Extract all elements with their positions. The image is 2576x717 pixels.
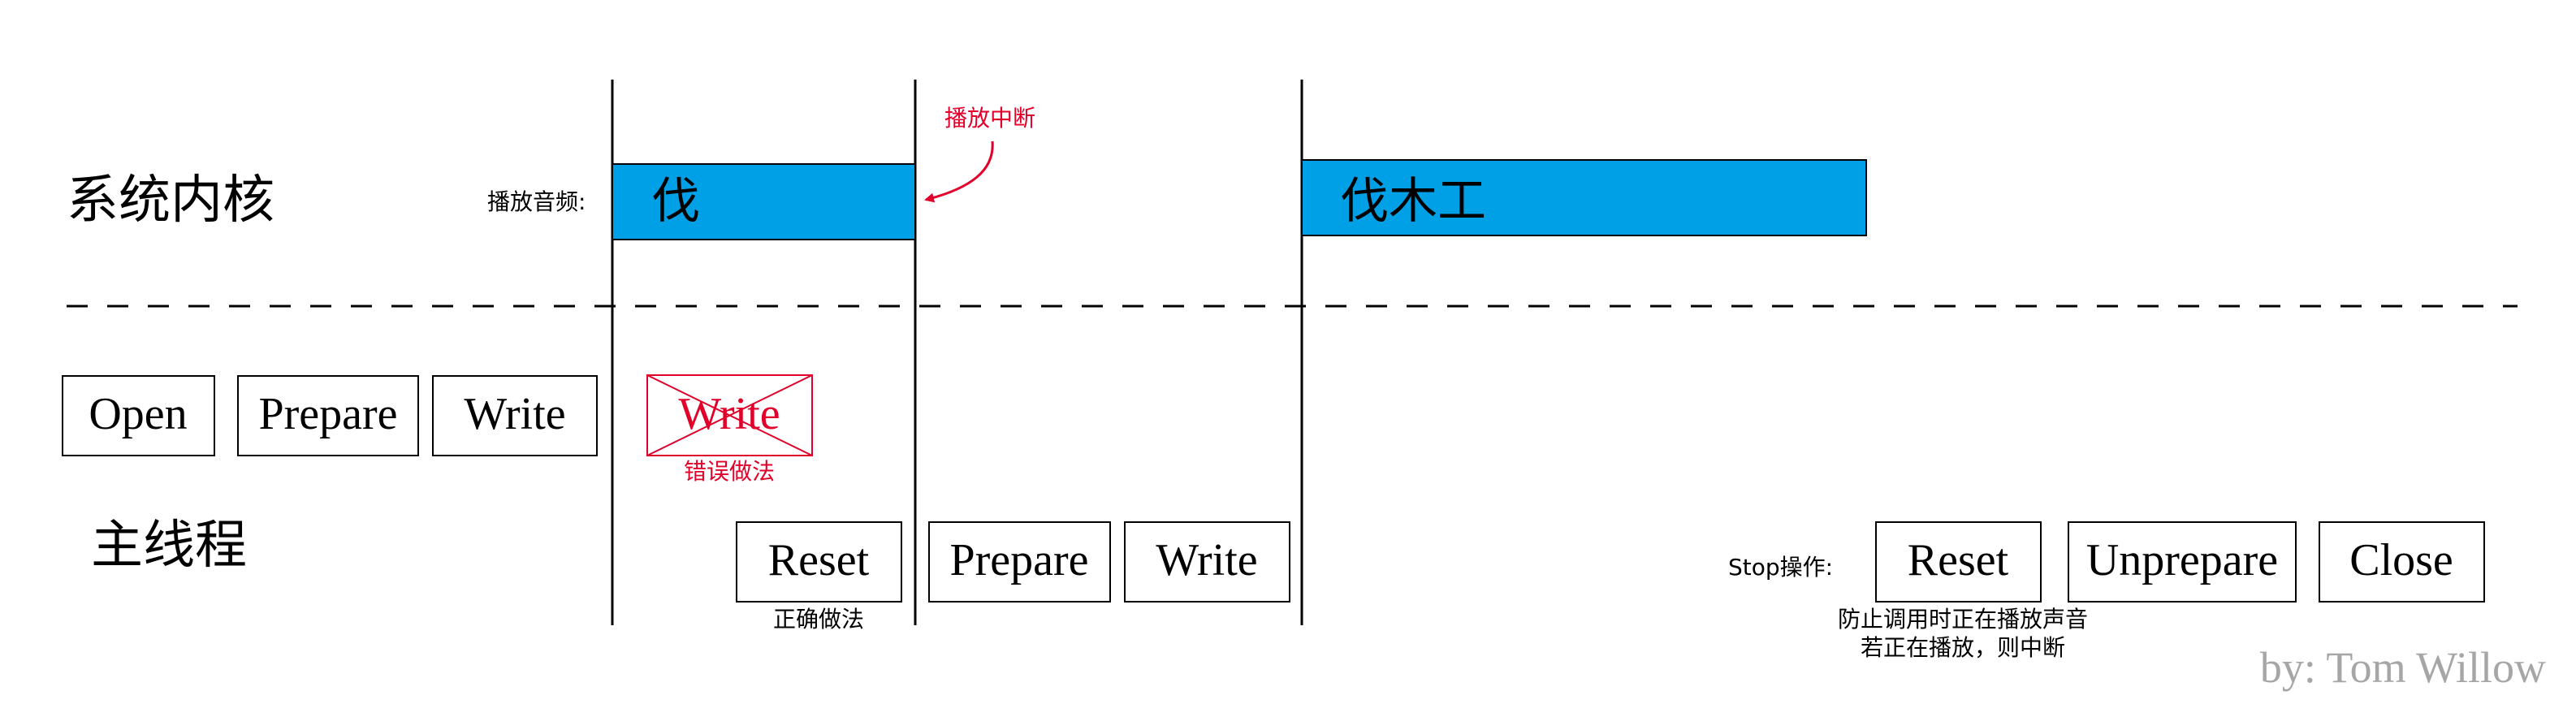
prepare-box (237, 375, 419, 456)
kernel-lane-label: 系统内核 (67, 171, 274, 231)
close-label: Close (2349, 535, 2453, 585)
wrong-write-label: Write (678, 389, 780, 439)
audio-segment-1-text: 伐 (651, 173, 700, 230)
stop-label: Stop操作: (1728, 554, 1833, 581)
open-label: Open (89, 389, 187, 439)
main-lane-label: 主线程 (91, 516, 247, 576)
reset-label: Reset (768, 535, 870, 585)
correct-caption: 正确做法 (773, 606, 864, 633)
wrong-write-box (646, 374, 813, 456)
reset-box (736, 521, 902, 603)
playback-audio-label: 播放音频: (487, 188, 586, 215)
unprepare-label: Unprepare (2086, 535, 2278, 585)
prepare2-box (928, 521, 1111, 603)
stop-note-line2: 若正在播放，则中断 (1861, 634, 2065, 661)
open-box (62, 375, 215, 456)
reset2-box (1875, 521, 2042, 603)
wrong-cross-b (646, 374, 813, 456)
unprepare-box (2068, 521, 2297, 603)
credit-text: by: Tom Willow (2260, 643, 2546, 692)
prepare2-label: Prepare (949, 535, 1088, 585)
audio-segment-2 (1301, 159, 1867, 236)
audio-segment-2-text: 伐木工 (1340, 173, 1486, 230)
write2-label: Write (1156, 535, 1257, 585)
close-box (2319, 521, 2485, 603)
interrupt-arrow (924, 140, 994, 203)
interrupt-note: 播放中断 (944, 105, 1035, 132)
write2-box (1124, 521, 1290, 603)
prepare-label: Prepare (258, 389, 397, 439)
write-label: Write (464, 389, 565, 439)
wrong-caption: 错误做法 (684, 458, 775, 485)
audio-segment-1 (612, 163, 916, 240)
reset2-label: Reset (1908, 535, 2009, 585)
write-box (432, 375, 598, 456)
stop-note-line1: 防止调用时正在播放声音 (1838, 606, 2088, 633)
